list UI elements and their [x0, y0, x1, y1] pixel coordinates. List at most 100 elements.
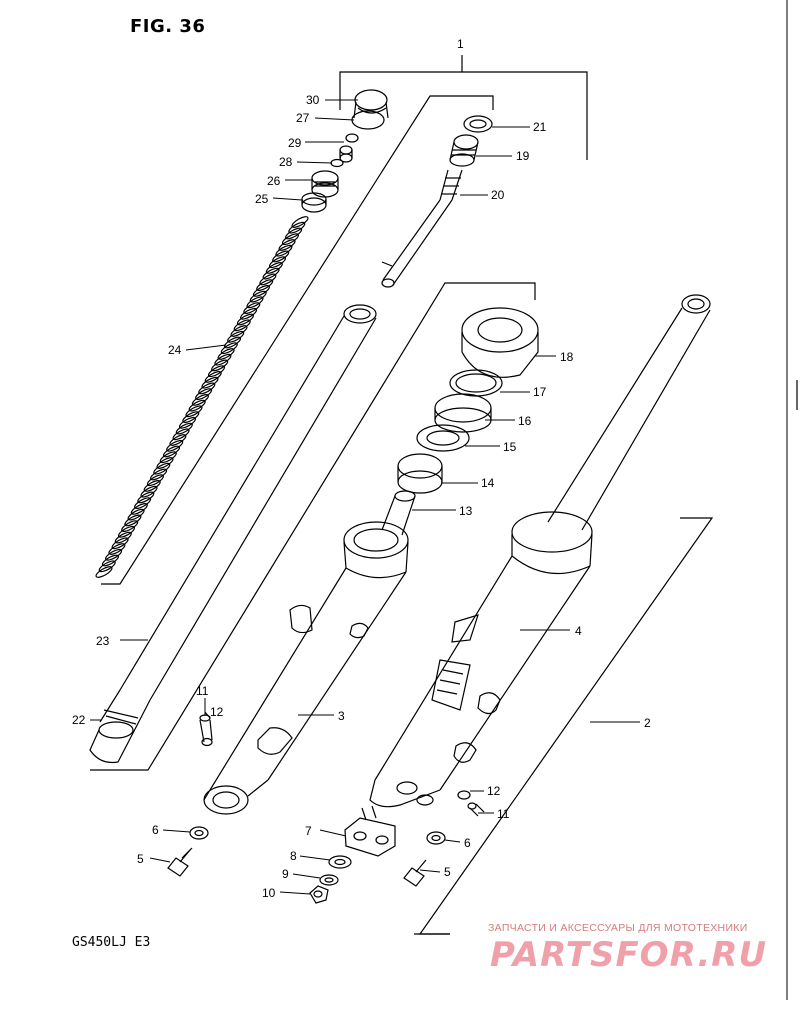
spring-coil [249, 290, 267, 303]
callout-5b: 5 [444, 865, 451, 879]
spring-coil [198, 382, 216, 395]
spring-coil [259, 273, 277, 286]
spring-coil [191, 394, 209, 406]
spring-coil [275, 244, 293, 257]
callout-26: 26 [267, 174, 281, 188]
callout-6a: 6 [152, 823, 159, 837]
spring-coil [121, 520, 139, 532]
page-border-fragment [786, 0, 798, 1000]
callout-16: 16 [518, 414, 532, 428]
dust-seal-and-bushings [397, 307, 539, 494]
spring-coil [185, 405, 203, 418]
left-outer-tube [203, 521, 409, 815]
callout-20: 20 [491, 188, 505, 202]
spring-coil [150, 468, 168, 481]
spring-coil [159, 451, 177, 464]
callout-14: 14 [481, 476, 495, 490]
spring-coil [252, 285, 270, 297]
spring-coil [182, 411, 200, 423]
figure-title: FIG. 36 [130, 16, 206, 37]
callout-12a: 12 [210, 705, 224, 719]
model-code: GS450LJ E3 [72, 935, 151, 950]
right-hardware [309, 790, 485, 904]
spring-coil [108, 543, 126, 555]
callout-9: 9 [282, 867, 289, 881]
callout-22: 22 [72, 713, 86, 727]
callout-1: 1 [457, 37, 464, 51]
spring-coil [243, 302, 261, 314]
callout-17: 17 [533, 385, 547, 399]
callout-7: 7 [305, 824, 312, 838]
spring-coil [166, 439, 184, 452]
spring-coil [172, 428, 190, 441]
callout-18: 18 [560, 350, 574, 364]
spring-coil [288, 221, 306, 234]
inner-fork-tube [89, 304, 377, 764]
spring-coil [153, 462, 171, 475]
callout-3: 3 [338, 709, 345, 723]
callout-2: 2 [644, 716, 651, 730]
spring-coil [143, 480, 161, 492]
spring-coil [105, 548, 123, 561]
damper-rod-assembly [381, 115, 493, 288]
callout-10: 10 [262, 886, 276, 900]
callout-27: 27 [296, 111, 310, 125]
spring-coil [285, 227, 303, 240]
spring-coil [246, 296, 264, 309]
callout-5a: 5 [137, 852, 144, 866]
spring-coil [214, 353, 232, 366]
spring-coil [281, 233, 299, 246]
callout-30: 30 [306, 93, 320, 107]
oil-lock-piece [381, 490, 416, 536]
callout-6b: 6 [464, 836, 471, 850]
spring-coil [101, 554, 119, 567]
spring-coil [256, 279, 274, 291]
spring-coil [262, 267, 280, 280]
spring-coil [140, 485, 158, 498]
spring-coil [178, 416, 197, 429]
watermark-subtitle: ЗАПЧАСТИ И АКСЕССУАРЫ ДЛЯ МОТОТЕХНИКИ [488, 922, 748, 934]
spring-coil [124, 514, 142, 527]
right-fork-leg [369, 294, 711, 808]
callout-11b: 11 [497, 807, 510, 821]
spring-coil [175, 422, 193, 435]
callout-29: 29 [288, 136, 302, 150]
watermark-logo[interactable]: PARTSFOR.RU [490, 935, 768, 975]
spring-coil [130, 503, 148, 515]
spring-coil [127, 508, 145, 521]
fork-spring [95, 216, 309, 578]
spring-coil [211, 359, 229, 372]
spring-coil [223, 336, 242, 349]
callout-23: 23 [96, 634, 110, 648]
spring-coil [265, 262, 283, 274]
callout-28: 28 [279, 155, 293, 169]
spring-coil [169, 434, 187, 446]
assembly-bracket-1 [339, 55, 588, 160]
spring-coil [188, 399, 206, 412]
spring-coil [156, 457, 174, 469]
spring-coil [240, 307, 258, 320]
fork-cap-assembly [301, 89, 389, 213]
spring-coil [278, 239, 296, 251]
spring-coil [204, 371, 222, 383]
spring-coil [268, 256, 287, 269]
spring-coil [227, 330, 245, 343]
callout-24: 24 [168, 343, 182, 357]
axle-holder [344, 805, 396, 857]
spring-coil [137, 491, 155, 504]
spring-coil [291, 216, 309, 228]
spring-coil [217, 348, 235, 360]
callout-labels: 1 30 27 29 28 26 25 21 19 20 24 18 17 16… [72, 37, 651, 900]
callout-25: 25 [255, 192, 269, 206]
callout-15: 15 [503, 440, 517, 454]
callout-12b: 12 [487, 784, 501, 798]
spring-coil [134, 497, 152, 509]
spring-coil [236, 313, 254, 326]
callout-4: 4 [575, 624, 582, 638]
spring-coil [201, 376, 219, 389]
spring-coil [230, 325, 248, 337]
spring-coil [146, 474, 164, 487]
callout-11a: 11 [196, 684, 209, 698]
spring-coil [111, 537, 129, 550]
